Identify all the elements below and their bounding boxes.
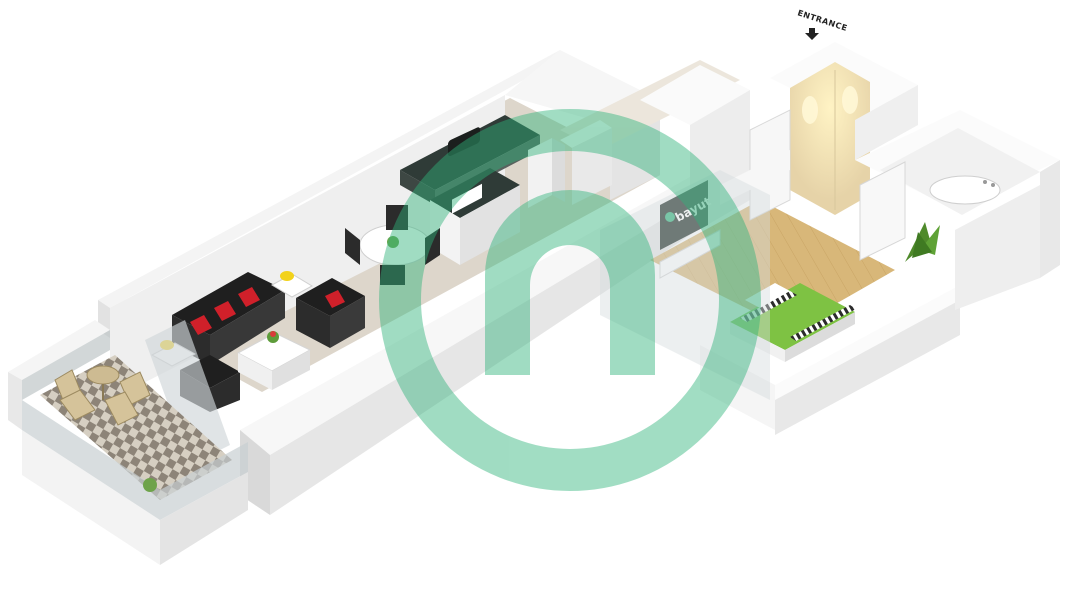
- plant: [143, 478, 157, 492]
- bathroom-floor: [880, 128, 1040, 215]
- cushion: [190, 315, 212, 335]
- entrance-marker: ENTRANCE: [796, 8, 849, 40]
- dining-chair: [386, 205, 408, 230]
- cooktop: [448, 127, 480, 157]
- bathtub: [929, 175, 1001, 205]
- bedroom: bayut: [600, 42, 960, 435]
- kitchen-counter-back: [400, 115, 540, 190]
- bathroom: [855, 110, 1060, 310]
- cushion: [238, 287, 260, 307]
- cushion: [214, 301, 236, 321]
- balcony-table: [86, 365, 120, 385]
- fridge: [528, 138, 552, 208]
- bedroom-floor: [650, 200, 895, 330]
- cushion: [325, 290, 345, 308]
- lamp: [280, 271, 294, 281]
- plant: [905, 222, 940, 262]
- tv-screen: [660, 180, 708, 250]
- dining-chair: [425, 228, 440, 265]
- bed: [730, 283, 855, 350]
- balcony-floor: [40, 355, 232, 500]
- sofa-set: [150, 271, 365, 412]
- bed-runner: [790, 305, 856, 341]
- bathroom-wall: [955, 185, 1040, 310]
- balcony-chair: [59, 389, 96, 421]
- balcony: [8, 320, 248, 565]
- glass-partition: [600, 170, 770, 400]
- pillow: [745, 283, 790, 308]
- kitchen: [400, 115, 612, 265]
- arrow-down-icon: [805, 28, 819, 40]
- balcony-chair: [104, 391, 139, 426]
- bayut-logo-icon: [665, 212, 675, 222]
- bedroom-front-wall: [775, 285, 960, 400]
- flower-vase: [387, 236, 399, 248]
- living-front-wall-top: [240, 160, 720, 455]
- dining-chair: [380, 265, 405, 285]
- dining-set: [345, 205, 440, 285]
- balcony-railing: [22, 400, 160, 520]
- entrance-label: ENTRANCE: [796, 8, 848, 33]
- glass-door: [145, 320, 230, 465]
- bathroom-door: [859, 161, 906, 261]
- dining-chair: [345, 228, 360, 265]
- bayut-watermark-icon: [379, 109, 761, 491]
